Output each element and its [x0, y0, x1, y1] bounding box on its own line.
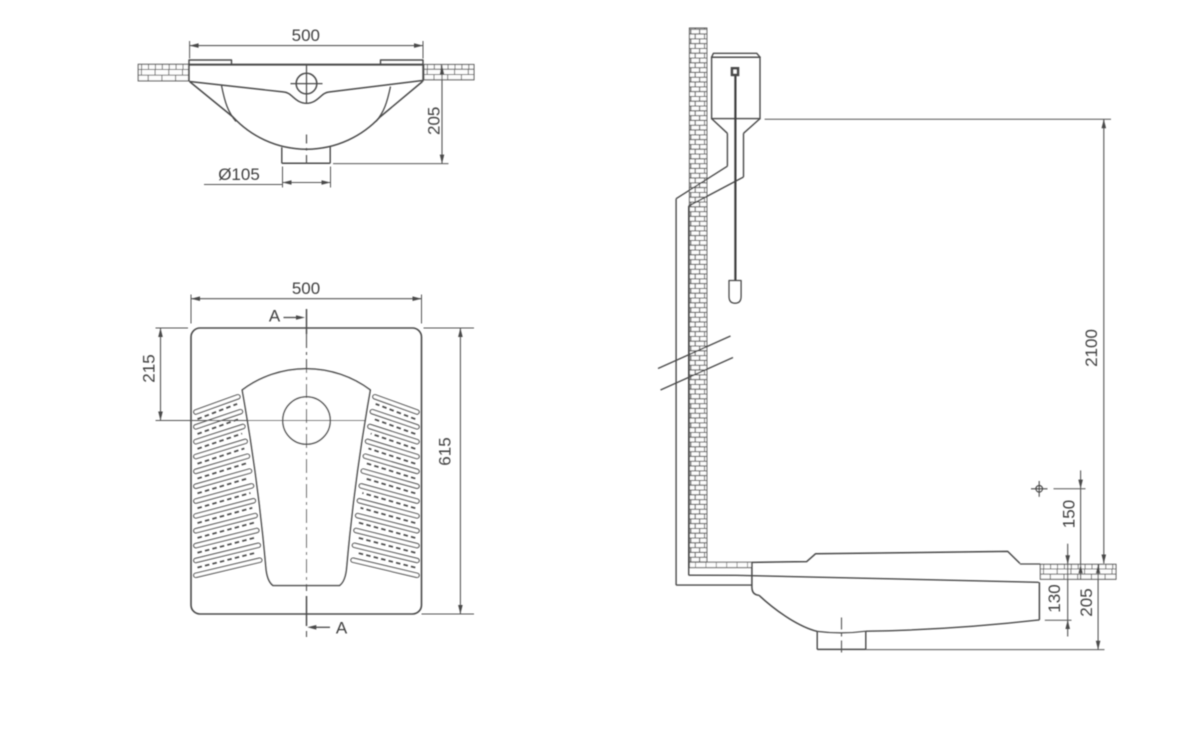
- svg-text:500: 500: [292, 26, 320, 45]
- svg-text:215: 215: [140, 354, 159, 382]
- svg-text:A: A: [336, 619, 348, 638]
- svg-text:A: A: [269, 307, 281, 326]
- svg-text:Ø105: Ø105: [218, 165, 260, 184]
- svg-text:500: 500: [292, 279, 320, 298]
- svg-text:615: 615: [436, 437, 455, 465]
- svg-text:150: 150: [1060, 500, 1079, 528]
- svg-text:2100: 2100: [1082, 329, 1101, 367]
- svg-text:205: 205: [1077, 588, 1096, 616]
- svg-text:130: 130: [1045, 584, 1064, 612]
- svg-text:205: 205: [425, 107, 444, 135]
